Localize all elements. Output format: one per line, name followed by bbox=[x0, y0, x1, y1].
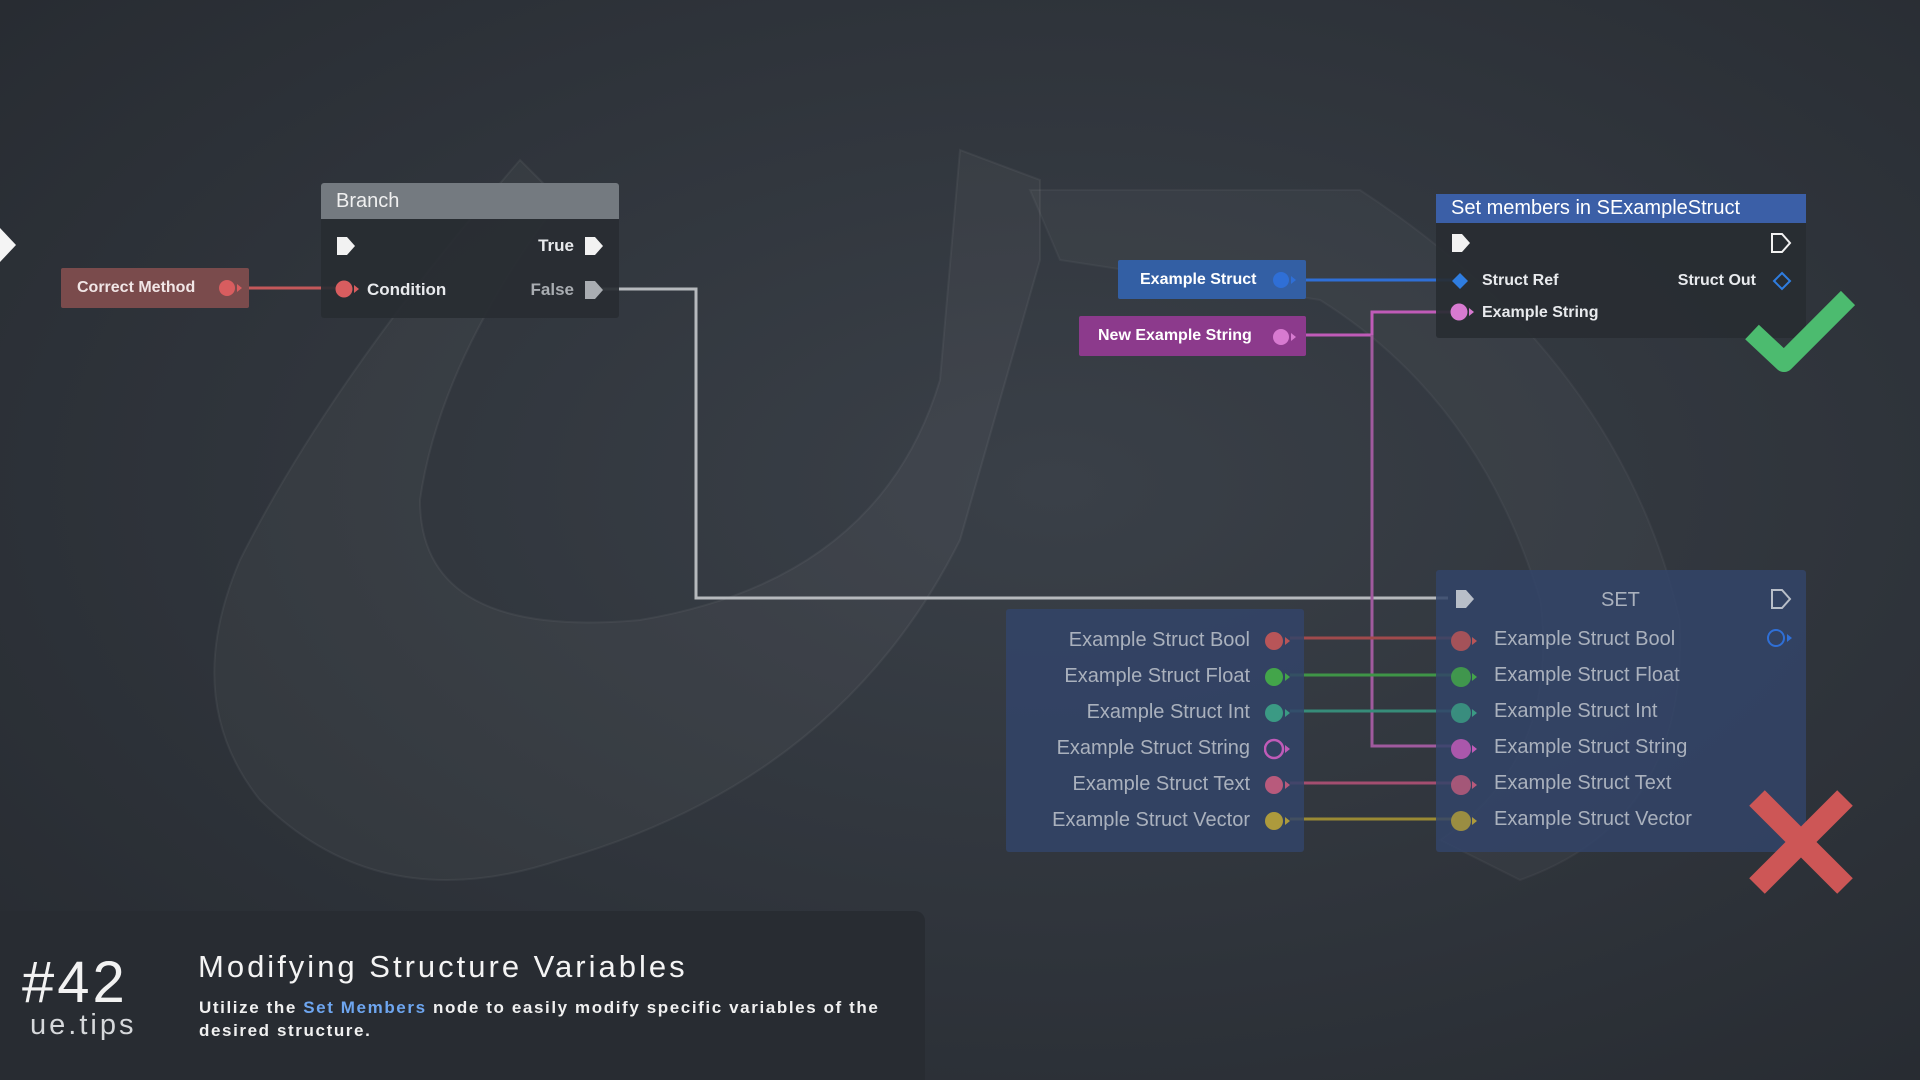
check-mark-icon bbox=[1745, 290, 1856, 372]
struct-member-label: Example Struct String bbox=[1056, 737, 1250, 759]
set-members-title: Set members in SExampleStruct bbox=[1451, 197, 1740, 219]
text-input-pin-icon[interactable] bbox=[1450, 773, 1478, 797]
set-node-title: SET bbox=[1601, 589, 1640, 611]
branch-node-header[interactable]: Branch bbox=[321, 183, 619, 219]
string-output-pin-icon[interactable] bbox=[1264, 737, 1292, 761]
site-name: ue.tips bbox=[30, 1009, 137, 1041]
bool-output-pin-icon[interactable] bbox=[218, 279, 244, 297]
text-output-pin-icon[interactable] bbox=[1264, 773, 1292, 797]
set-input-bool[interactable]: Example Struct Bool bbox=[1436, 626, 1806, 654]
correct-method-label: Correct Method bbox=[77, 279, 196, 296]
cross-mark-icon bbox=[1749, 790, 1853, 894]
struct-member-variable-string[interactable]: Example Struct String bbox=[1006, 735, 1304, 763]
struct-member-variable-float[interactable]: Example Struct Float bbox=[1006, 663, 1304, 691]
set-input-label: Example Struct Vector bbox=[1494, 808, 1692, 830]
exec-arrow-left-edge-icon bbox=[0, 228, 16, 262]
vector-input-pin-icon[interactable] bbox=[1450, 809, 1478, 833]
tip-number: #42 bbox=[22, 950, 128, 1015]
struct-member-label: Example Struct Text bbox=[1072, 773, 1250, 795]
correct-method-variable[interactable]: Correct Method bbox=[61, 268, 249, 308]
set-members-highlight: Set Members bbox=[303, 998, 427, 1017]
exec-wire-false bbox=[600, 287, 1448, 600]
exec-true-pin-icon[interactable] bbox=[583, 235, 605, 257]
float-output-pin-icon[interactable] bbox=[1264, 665, 1292, 689]
branch-node[interactable]: Branch True Condition False bbox=[321, 183, 619, 318]
branch-false-label: False bbox=[530, 280, 574, 299]
bool-input-pin-icon[interactable] bbox=[1450, 629, 1478, 653]
struct-member-label: Example Struct Vector bbox=[1052, 809, 1250, 831]
set-input-float[interactable]: Example Struct Float bbox=[1436, 662, 1806, 690]
set-input-string[interactable]: Example Struct String bbox=[1436, 734, 1806, 762]
set-input-label: Example Struct Text bbox=[1494, 772, 1672, 794]
struct-member-variable-text[interactable]: Example Struct Text bbox=[1006, 771, 1304, 799]
bool-condition-pin-icon[interactable] bbox=[335, 279, 361, 299]
set-input-label: Example Struct Float bbox=[1494, 664, 1680, 686]
footer-panel: #42 ue.tips Modifying Structure Variable… bbox=[0, 911, 925, 1080]
exec-input-pin-icon[interactable] bbox=[1450, 232, 1472, 254]
exec-false-pin-icon[interactable] bbox=[583, 279, 605, 301]
struct-member-variable-bool[interactable]: Example Struct Bool bbox=[1006, 627, 1304, 655]
string-wire-set-members bbox=[1286, 310, 1455, 337]
string-input-pin-icon[interactable] bbox=[1450, 737, 1478, 761]
exec-input-pin-icon[interactable] bbox=[1454, 588, 1476, 610]
struct-member-variable-int[interactable]: Example Struct Int bbox=[1006, 699, 1304, 727]
exec-input-pin-icon[interactable] bbox=[335, 235, 357, 257]
branch-true-label: True bbox=[538, 236, 574, 255]
tip-description-end: node to easily modify specific variables… bbox=[199, 998, 880, 1040]
struct-output-pin-icon[interactable] bbox=[1272, 270, 1298, 290]
struct-member-label: Example Struct Int bbox=[1086, 701, 1250, 723]
exec-output-pin-icon[interactable] bbox=[1770, 232, 1792, 254]
set-members-node[interactable]: Set members in SExampleStruct Struct Ref… bbox=[1436, 194, 1806, 338]
struct-output-pin-icon[interactable] bbox=[1766, 627, 1794, 649]
set-input-label: Example Struct String bbox=[1494, 736, 1688, 758]
struct-member-label: Example Struct Float bbox=[1064, 665, 1250, 687]
string-input-pin-icon[interactable] bbox=[1450, 302, 1476, 322]
float-input-pin-icon[interactable] bbox=[1450, 665, 1478, 689]
struct-out-label: Struct Out bbox=[1677, 272, 1756, 289]
new-example-string-label: New Example String bbox=[1098, 327, 1252, 344]
new-example-string-variable[interactable]: New Example String bbox=[1079, 316, 1306, 356]
struct-member-variable-vector[interactable]: Example Struct Vector bbox=[1006, 807, 1304, 835]
example-string-label: Example String bbox=[1482, 304, 1599, 321]
struct-out-pin-icon[interactable] bbox=[1772, 271, 1792, 291]
set-input-label: Example Struct Bool bbox=[1494, 628, 1676, 650]
int-input-pin-icon[interactable] bbox=[1450, 701, 1478, 725]
int-output-pin-icon[interactable] bbox=[1264, 701, 1292, 725]
set-input-int[interactable]: Example Struct Int bbox=[1436, 698, 1806, 726]
tip-description-start: Utilize the bbox=[199, 998, 304, 1017]
tip-description: Utilize the Set Members node to easily m… bbox=[199, 996, 899, 1042]
exec-output-pin-icon[interactable] bbox=[1770, 588, 1792, 610]
set-members-header[interactable]: Set members in SExampleStruct bbox=[1436, 194, 1806, 223]
tip-title: Modifying Structure Variables bbox=[198, 949, 688, 984]
string-output-pin-icon[interactable] bbox=[1272, 327, 1298, 347]
branch-title: Branch bbox=[336, 189, 400, 212]
set-input-text[interactable]: Example Struct Text bbox=[1436, 770, 1806, 798]
vector-output-pin-icon[interactable] bbox=[1264, 809, 1292, 833]
bool-output-pin-icon[interactable] bbox=[1264, 629, 1292, 653]
example-struct-variable[interactable]: Example Struct bbox=[1118, 260, 1306, 299]
branch-condition-label: Condition bbox=[367, 280, 447, 299]
example-struct-label: Example Struct bbox=[1140, 270, 1257, 288]
set-input-label: Example Struct Int bbox=[1494, 700, 1658, 722]
struct-ref-label: Struct Ref bbox=[1482, 272, 1559, 289]
struct-ref-pin-icon[interactable] bbox=[1450, 271, 1470, 291]
string-wire-set-node bbox=[1370, 335, 1455, 748]
struct-member-label: Example Struct Bool bbox=[1068, 629, 1250, 651]
set-input-vector[interactable]: Example Struct Vector bbox=[1436, 806, 1806, 834]
